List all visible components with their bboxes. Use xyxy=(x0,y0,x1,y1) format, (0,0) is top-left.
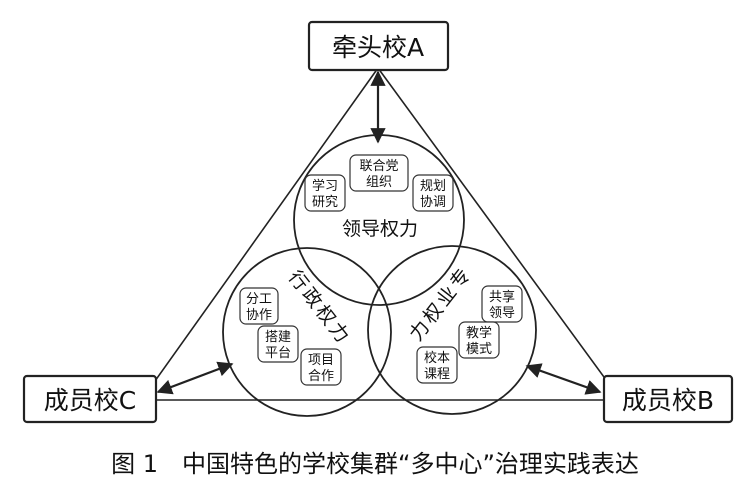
node-top: 牵头校A xyxy=(307,20,450,72)
svg-text:领导: 领导 xyxy=(489,306,515,321)
circle-professional xyxy=(367,245,537,415)
svg-text:项目: 项目 xyxy=(308,353,334,368)
tag-planning-coordination: 规划 协调 xyxy=(412,174,454,212)
svg-text:共享: 共享 xyxy=(489,289,515,305)
svg-text:校本: 校本 xyxy=(424,350,450,366)
svg-text:协调: 协调 xyxy=(420,195,446,210)
svg-text:平台: 平台 xyxy=(265,346,291,361)
tag-project-cooperation: 项目 合作 xyxy=(300,348,342,386)
svg-text:规划: 规划 xyxy=(420,179,446,194)
node-left-label: 成员校C xyxy=(44,386,136,415)
svg-text:联合党: 联合党 xyxy=(359,159,398,174)
svg-text:合作: 合作 xyxy=(308,369,334,384)
triangle-edge-right xyxy=(377,67,613,389)
svg-text:学习: 学习 xyxy=(312,178,338,194)
circle-administrative xyxy=(222,247,392,417)
svg-text:协作: 协作 xyxy=(246,308,272,323)
arrow-right xyxy=(525,363,602,395)
node-right-label: 成员校B xyxy=(622,386,714,415)
svg-text:模式: 模式 xyxy=(466,342,492,357)
leadership-title: 领导权力 xyxy=(342,218,418,240)
tag-build-platform: 搭建 平台 xyxy=(257,325,299,363)
node-left: 成员校C xyxy=(22,374,158,424)
tag-joint-party: 联合党 组织 xyxy=(349,154,409,192)
tag-division-cooperation: 分工 协作 xyxy=(239,287,279,325)
svg-text:研究: 研究 xyxy=(312,195,338,210)
triangle-edge-left xyxy=(149,67,379,389)
svg-text:教学: 教学 xyxy=(466,325,492,341)
node-top-label: 牵头校A xyxy=(332,33,424,62)
tag-study-research: 学习 研究 xyxy=(304,174,346,212)
figure-caption: 图 1 中国特色的学校集群“多中心”治理实践表达 xyxy=(111,450,639,478)
node-right: 成员校B xyxy=(602,374,734,424)
svg-text:搭建: 搭建 xyxy=(265,329,291,345)
arrow-left xyxy=(156,361,234,395)
svg-text:组织: 组织 xyxy=(366,175,392,190)
circle-leadership xyxy=(293,134,465,306)
svg-text:课程: 课程 xyxy=(424,367,450,382)
svg-text:分工: 分工 xyxy=(246,292,272,307)
tag-teaching-mode: 教学 模式 xyxy=(458,321,500,359)
tag-school-curriculum: 校本 课程 xyxy=(416,346,458,384)
tag-shared-leadership: 共享 领导 xyxy=(481,285,523,323)
